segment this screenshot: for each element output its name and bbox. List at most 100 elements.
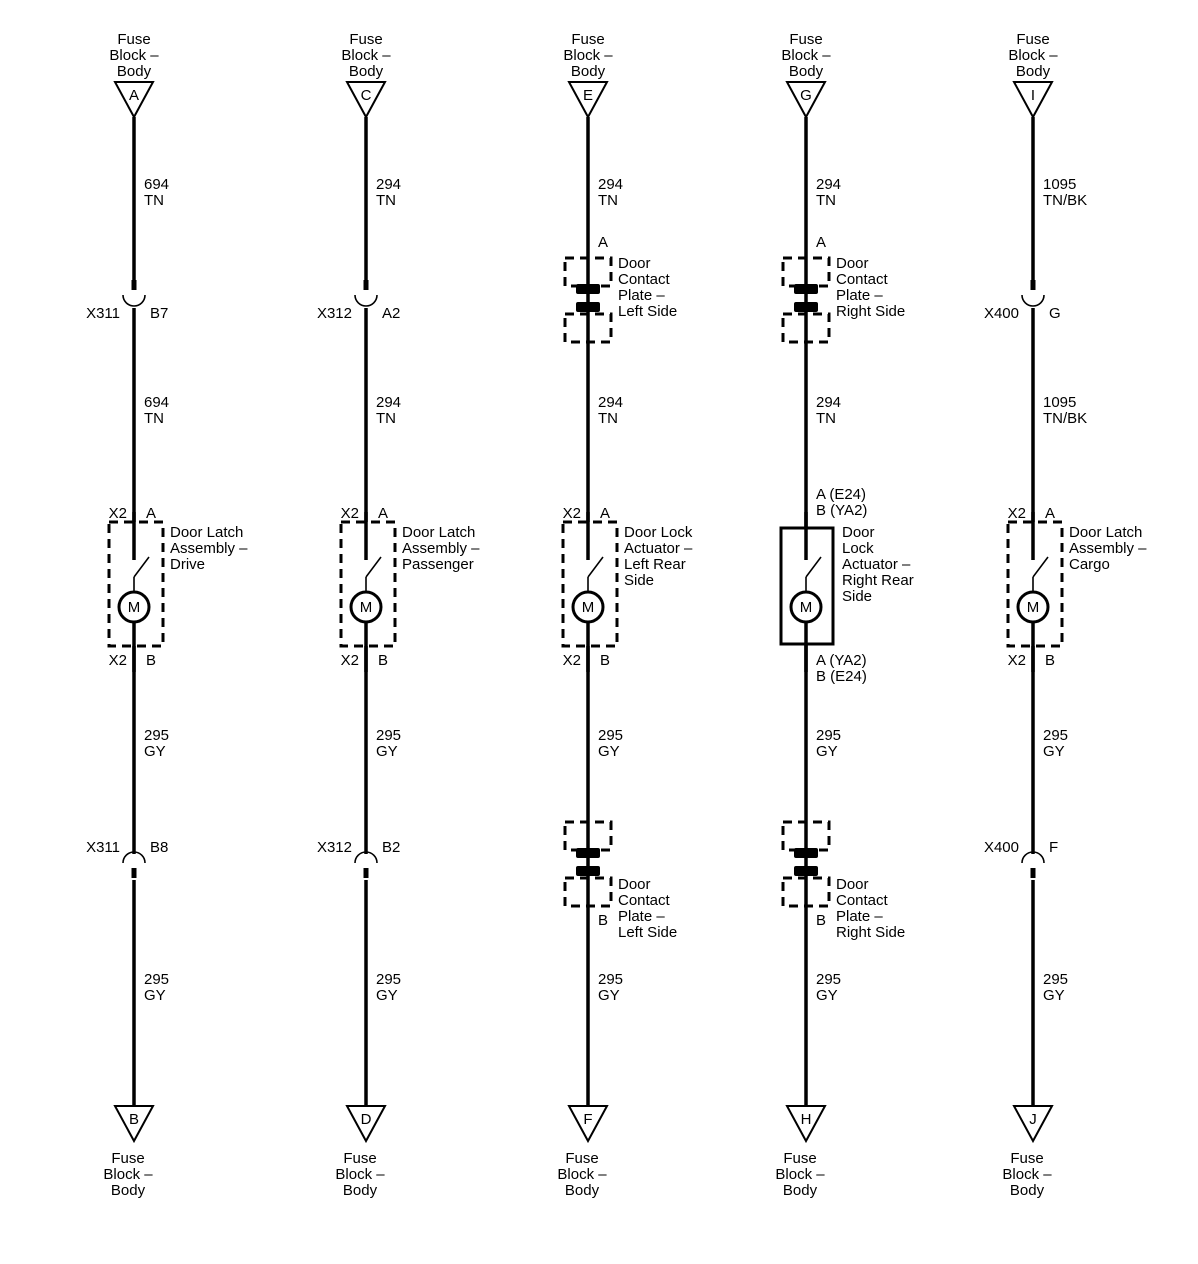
component-housing [1006, 520, 1064, 648]
connector-pin-label: B2 [382, 839, 400, 856]
fuse-block-label: Block – [335, 1166, 385, 1183]
component-label: Left Rear [624, 556, 686, 573]
component-label: Lock [842, 540, 874, 557]
wire-label: 295 [1043, 971, 1068, 988]
fuse-block-label: Body [565, 1182, 600, 1199]
door-contact-label: Right Side [836, 924, 905, 941]
door-contact-label: Contact [836, 271, 889, 288]
fuse-block-label: Block – [563, 47, 613, 64]
motor-label: M [128, 599, 141, 616]
connector-name: X400 [984, 305, 1019, 322]
wire-label: 694 [144, 176, 169, 193]
component-label: Door Latch [402, 524, 475, 541]
component-label: Actuator – [842, 556, 911, 573]
component-pin: B [600, 652, 610, 669]
component-pin: A (E24) [816, 486, 866, 503]
door-contact-label: Plate – [836, 287, 883, 304]
connector-pin-label: G [1049, 305, 1061, 322]
connector-pin [363, 280, 369, 290]
fuse-block-label: Fuse [349, 31, 382, 48]
fuse-block-label: Fuse [1010, 1150, 1043, 1167]
connector-pin [1030, 868, 1036, 878]
fuse-block-label: Body [571, 63, 606, 80]
door-contact-housing [781, 876, 831, 908]
motor-label: M [582, 599, 595, 616]
wire-label: TN/BK [1043, 410, 1087, 427]
component-label: Passenger [402, 556, 474, 573]
connector-name: X400 [984, 839, 1019, 856]
fuse-block-label: Block – [781, 47, 831, 64]
door-contact-plate [794, 866, 818, 876]
fuse-block-label: Block – [103, 1166, 153, 1183]
wire-label: 295 [598, 727, 623, 744]
connector-pin [1030, 280, 1036, 290]
door-contact-label: Door [618, 876, 651, 893]
wire-label: GY [1043, 743, 1065, 760]
connector-pin-label: A2 [382, 305, 400, 322]
door-contact-label: Door [618, 255, 651, 272]
door-contact-label: Contact [836, 892, 889, 909]
wire-label: TN [598, 410, 618, 427]
door-contact-housing [563, 876, 613, 908]
fuse-block-label: Body [111, 1182, 146, 1199]
door-contact-label: Plate – [618, 287, 665, 304]
switch-contact [587, 556, 604, 578]
component-pin: A [378, 505, 388, 522]
fuse-block-label: Body [343, 1182, 378, 1199]
fuse-block-label: Fuse [111, 1150, 144, 1167]
door-contact-label: Door [836, 255, 869, 272]
wire-label: 294 [376, 394, 401, 411]
wire-label: 295 [1043, 727, 1068, 744]
door-contact-plate [794, 302, 818, 312]
connector-pin-label: B8 [150, 839, 168, 856]
wire-label: TN [816, 410, 836, 427]
wire-label: GY [376, 743, 398, 760]
door-contact-label: Right Side [836, 303, 905, 320]
connector-pin-label: A [816, 234, 826, 251]
wire-label: GY [144, 743, 166, 760]
fuse-block-label: Fuse [565, 1150, 598, 1167]
wire-label: TN [144, 410, 164, 427]
connector-socket [122, 294, 146, 307]
wire-label: 694 [144, 394, 169, 411]
connector-letter: C [361, 87, 372, 104]
component-housing [339, 520, 397, 648]
fuse-block-label: Block – [775, 1166, 825, 1183]
connector-socket [354, 294, 378, 307]
fuse-block-label: Block – [1008, 47, 1058, 64]
connector-pin [363, 868, 369, 878]
connector-name: X312 [317, 839, 352, 856]
wire-label: 294 [376, 176, 401, 193]
component-label: Side [842, 588, 872, 605]
component-pin: B [378, 652, 388, 669]
wire-label: 295 [144, 971, 169, 988]
wire-label: 295 [376, 971, 401, 988]
fuse-block-label: Block – [557, 1166, 607, 1183]
motor-label: M [800, 599, 813, 616]
wire-label: 1095 [1043, 176, 1076, 193]
component-label: Door Latch [1069, 524, 1142, 541]
wire-label: 1095 [1043, 394, 1076, 411]
component: A (E24)B (YA2)A (YA2)B (E24)DoorLockActu… [779, 486, 914, 685]
door-contact-plate [576, 284, 600, 294]
component-label: Door Lock [624, 524, 693, 541]
component-label: Cargo [1069, 556, 1110, 573]
wire-label: GY [816, 743, 838, 760]
connector-pin-label: B [816, 912, 826, 929]
fuse-block-label: Body [1016, 63, 1051, 80]
fuse-block-label: Body [117, 63, 152, 80]
motor-label: M [1027, 599, 1040, 616]
fuse-block-label: Body [1010, 1182, 1045, 1199]
wire-label: GY [816, 987, 838, 1004]
component-connector: X2 [563, 505, 581, 522]
connector-letter: D [361, 1111, 372, 1128]
